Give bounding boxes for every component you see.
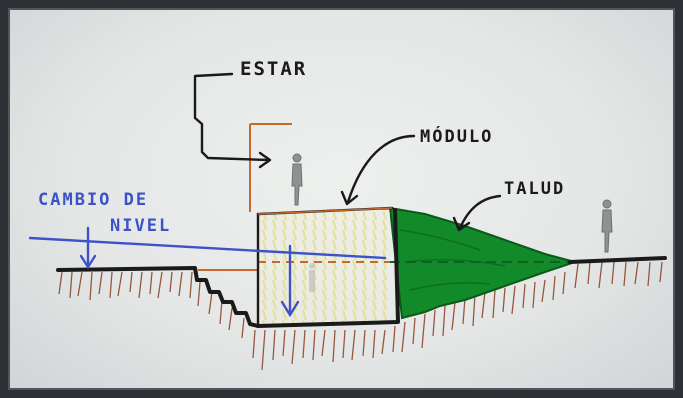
person-figure-icon: [291, 153, 303, 206]
person-figure-icon: [601, 199, 613, 253]
talud-label: TALUD: [504, 179, 565, 199]
ground-profile-line: [56, 208, 400, 328]
annotation-arrows: [193, 72, 502, 232]
estar-label: ESTAR: [240, 58, 307, 80]
talud-arrow-icon: [458, 194, 502, 230]
modulo-label: MÓDULO: [420, 125, 493, 147]
module-back-wall: [258, 212, 390, 324]
orange-guidelines: [198, 123, 570, 271]
cambio-de-label: CAMBIO DE: [38, 190, 148, 210]
nivel-label: NIVEL: [110, 216, 171, 236]
right-ground-line: [568, 256, 667, 264]
talud-slope-texture: [399, 229, 506, 291]
modulo-arrow-icon: [346, 134, 416, 204]
module-fill: [258, 212, 390, 324]
estar-arrow-icon: [193, 72, 270, 162]
module-roof-line: [257, 207, 393, 215]
earth-hatching: [58, 261, 663, 371]
level-change-markings: [28, 226, 387, 318]
faint-person-figure-icon: [309, 263, 315, 292]
